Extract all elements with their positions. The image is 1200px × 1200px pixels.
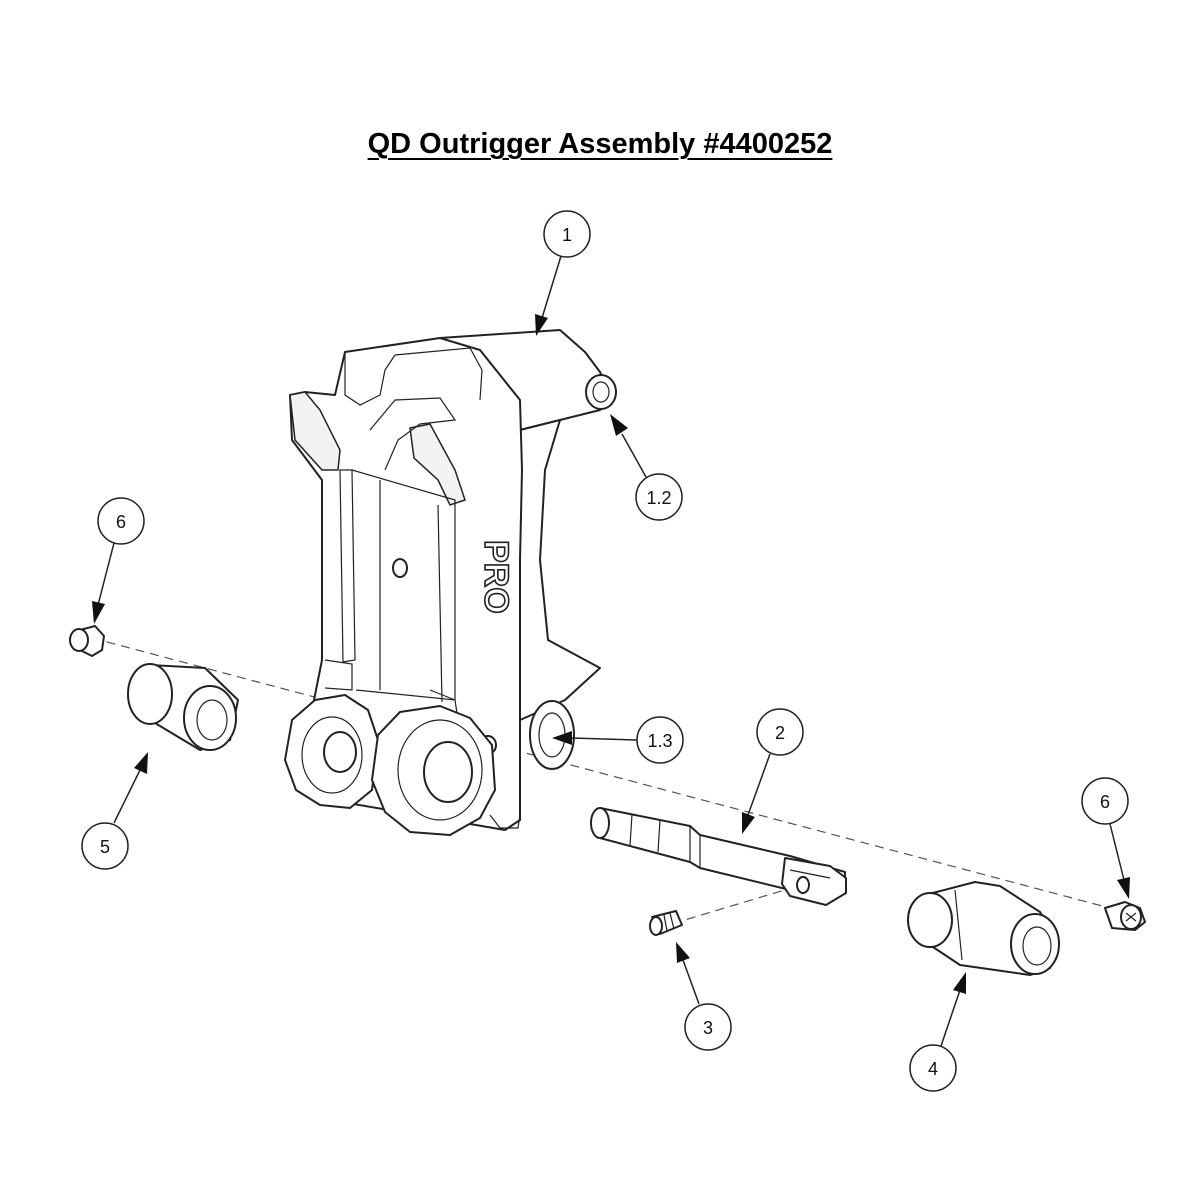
callout-1-3-label: 1.3	[647, 731, 672, 751]
assembly-centerlines	[91, 637, 1141, 929]
callout-5: 5	[81, 822, 129, 870]
callout-1-label: 1	[562, 225, 572, 245]
callout-3-label: 3	[703, 1018, 713, 1038]
clevis-lug-left	[284, 694, 379, 809]
callout-1: 1	[543, 210, 591, 258]
set-screw	[649, 910, 683, 936]
drawing-title: QD Outrigger Assembly #4400252	[367, 128, 833, 160]
callout-1-2: 1.2	[635, 473, 683, 521]
callout-5-label: 5	[100, 837, 110, 857]
callout-1-2-label: 1.2	[646, 488, 671, 508]
callout-4: 4	[909, 1044, 957, 1092]
tapered-end-cap	[907, 881, 1060, 976]
callout-1-3: 1.3	[636, 716, 684, 764]
leader-lines	[92, 255, 1130, 1047]
callout-6-left: 6	[97, 497, 145, 545]
flanged-bushing	[127, 663, 239, 751]
callout-6-left-label: 6	[116, 512, 126, 532]
screw-left	[69, 625, 105, 657]
outrigger-body: PRO	[284, 329, 617, 836]
callout-6-right: 6	[1081, 777, 1129, 825]
shaft	[590, 807, 847, 906]
callout-2-label: 2	[775, 723, 785, 743]
clevis-lug-right	[371, 705, 496, 836]
callout-2: 2	[756, 708, 804, 756]
body-marking-text: PRO	[477, 540, 515, 614]
bushing-1-3	[529, 700, 575, 770]
callout-3: 3	[684, 1003, 732, 1051]
callout-4-label: 4	[928, 1059, 938, 1079]
callout-6-right-label: 6	[1100, 792, 1110, 812]
pin-1-2	[585, 374, 617, 410]
screw-right	[1104, 901, 1146, 931]
